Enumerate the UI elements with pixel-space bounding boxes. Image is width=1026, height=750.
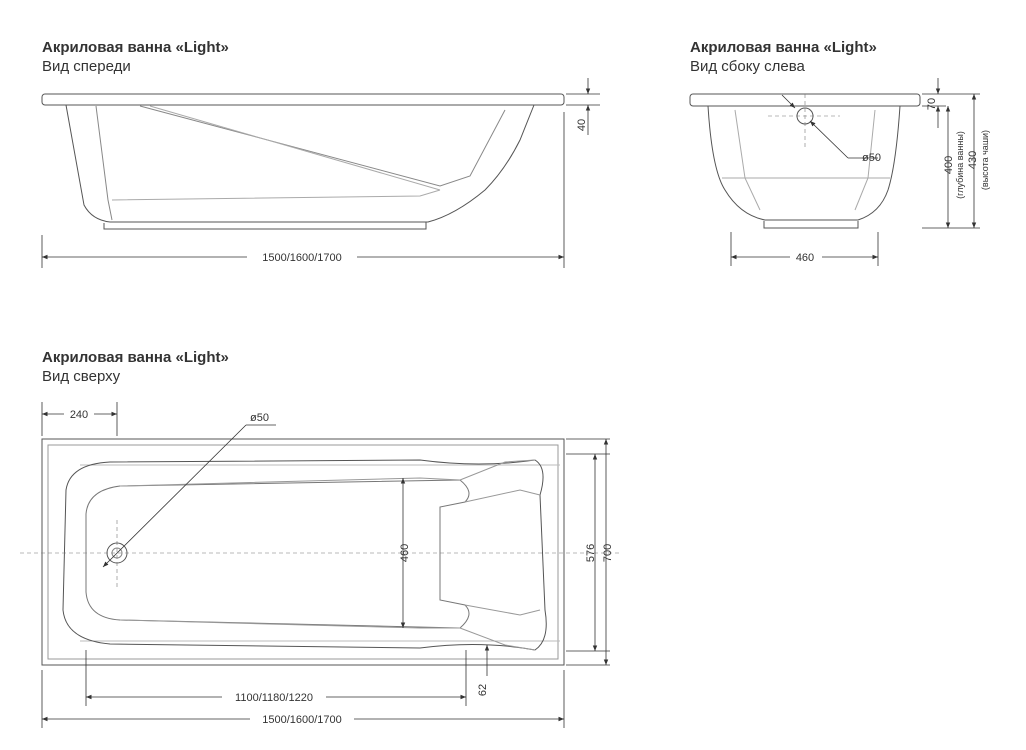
front-body: [65, 104, 535, 223]
side-base: [763, 221, 859, 229]
side-height-label: 430: [967, 151, 979, 169]
front-view-heading: Акриловая ванна «Light» Вид спереди: [42, 38, 229, 76]
top-bowl-width-label: 576: [585, 544, 597, 562]
front-inner-edge: [95, 105, 113, 221]
top-view-title: Акриловая ванна «Light»: [42, 349, 229, 366]
side-width-label: 460: [796, 252, 814, 264]
side-depth-note: (глубина ванны): [955, 131, 965, 199]
front-bowl-line-2: [149, 105, 441, 191]
top-view-drawing: [41, 438, 565, 666]
top-bowl-length-label: 1100/1180/1220: [235, 692, 313, 704]
side-rim-label: 70: [926, 98, 938, 110]
front-rim-label: 40: [576, 119, 588, 131]
top-edge-label: 62: [477, 684, 489, 696]
front-view-drawing: [41, 93, 565, 230]
side-body: [707, 105, 901, 221]
top-inner-bowl: [85, 479, 470, 629]
front-base: [103, 222, 427, 230]
side-view-title: Акриловая ванна «Light»: [690, 39, 877, 56]
front-view-subtitle: Вид спереди: [42, 58, 131, 75]
front-floor-line: [111, 189, 441, 201]
side-height-note: (высота чаши): [980, 130, 990, 190]
top-bowl: [62, 459, 547, 651]
top-inner-width-label: 460: [399, 544, 411, 562]
front-view-title: Акриловая ванна «Light»: [42, 39, 229, 56]
top-outer-rim: [41, 438, 565, 666]
front-bowl-line: [139, 105, 506, 187]
side-view-heading: Акриловая ванна «Light» Вид сбоку слева: [690, 38, 877, 76]
front-rim: [41, 93, 565, 106]
side-depth-label: 400: [943, 156, 955, 174]
top-drain-offset-label: 240: [70, 409, 88, 421]
side-view-subtitle: Вид сбоку слева: [690, 58, 805, 75]
side-view-drawing: [689, 93, 921, 229]
top-view-heading: Акриловая ванна «Light» Вид сверху: [42, 348, 229, 386]
front-length-label: 1500/1600/1700: [262, 252, 342, 264]
top-drain-label: ø50: [250, 412, 269, 424]
top-view-subtitle: Вид сверху: [42, 368, 121, 385]
side-drain-label: ø50: [862, 152, 881, 164]
top-total-width-label: 700: [602, 544, 614, 562]
top-total-length-label: 1500/1600/1700: [262, 714, 342, 726]
